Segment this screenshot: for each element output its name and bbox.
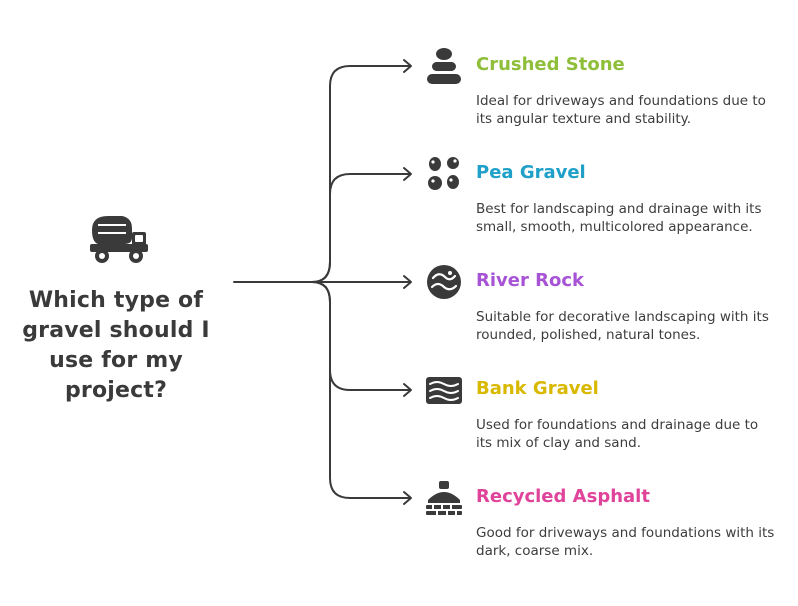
branch-description: Ideal for driveways and foundations due … — [476, 93, 766, 127]
asphalt-paving-icon — [426, 481, 462, 515]
branch-title: Recycled Asphalt — [476, 486, 650, 507]
river-rock-icon — [427, 265, 461, 299]
sediment-layers-icon — [426, 377, 462, 404]
branch-description: Used for foundations and drainage due to… — [476, 417, 759, 451]
branch-title: Crushed Stone — [476, 54, 625, 75]
branch-title: Pea Gravel — [476, 162, 586, 183]
branch-title: Bank Gravel — [476, 378, 599, 399]
branch-description: Good for driveways and foundations with … — [476, 525, 775, 559]
pebbles-icon — [428, 157, 459, 190]
stone-stack-icon — [427, 48, 461, 84]
central-question: Which type of gravel should I use for my… — [22, 288, 210, 403]
connector-bank-gravel — [311, 281, 411, 391]
connector-recycled-asphalt — [311, 281, 411, 499]
branch-description: Best for landscaping and drainage with i… — [476, 201, 762, 235]
cement-mixer-truck-icon — [90, 216, 148, 263]
branch-description: Suitable for decorative landscaping with… — [476, 309, 769, 343]
branch-title: River Rock — [476, 270, 584, 291]
connector-pea-gravel — [311, 173, 411, 283]
